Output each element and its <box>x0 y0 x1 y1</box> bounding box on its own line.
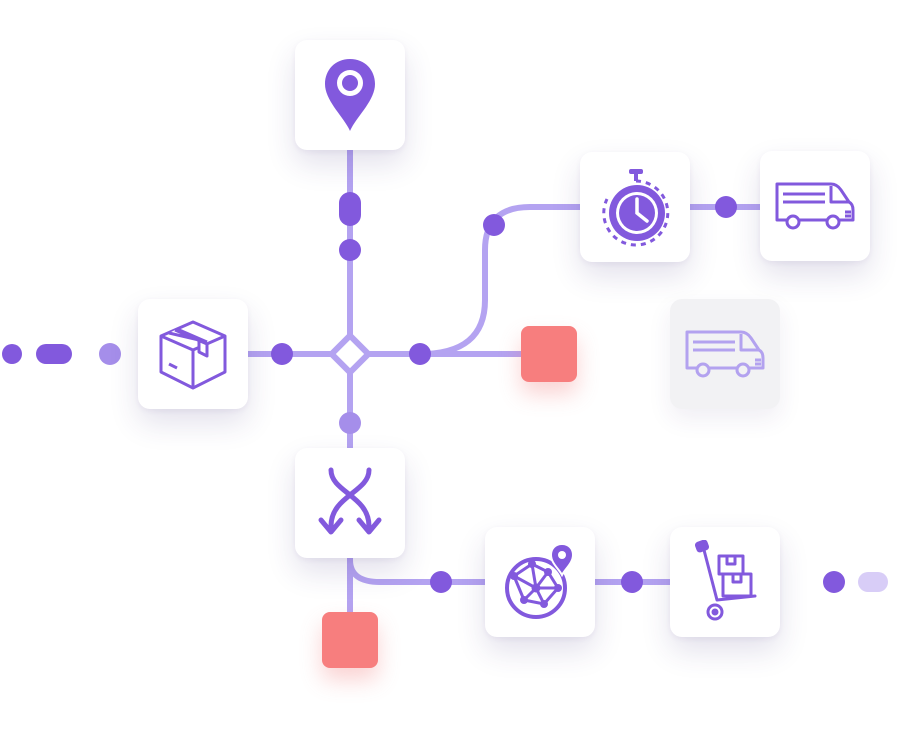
hand-truck-icon <box>694 540 757 621</box>
node-global <box>485 527 595 637</box>
route-dot <box>715 196 737 218</box>
route-branch-bottom <box>347 559 495 585</box>
map-pin-icon <box>325 59 375 131</box>
delivery-truck-icon <box>685 330 765 378</box>
route-dot <box>621 571 643 593</box>
blocker-east <box>521 326 577 382</box>
crossing-arrows-icon <box>318 467 382 535</box>
route-capsule <box>36 344 72 364</box>
route-dot <box>99 343 121 365</box>
stopwatch-icon <box>602 169 670 247</box>
node-hand-truck <box>670 527 780 637</box>
node-timer <box>580 152 690 262</box>
route-dot <box>339 412 361 434</box>
route-capsule <box>339 192 361 226</box>
globe-pin-icon <box>505 542 575 619</box>
route-dot <box>409 343 431 365</box>
node-delivery-truck-blocked <box>670 299 780 409</box>
package-box-icon <box>159 320 227 390</box>
route-dot <box>271 343 293 365</box>
route-branch-timer <box>419 204 590 357</box>
node-package <box>138 299 248 409</box>
route-dot <box>483 214 505 236</box>
route-capsule-fade <box>858 572 888 592</box>
route-dot <box>430 571 452 593</box>
node-location <box>295 40 405 150</box>
route-dot <box>823 571 845 593</box>
node-transfer <box>295 448 405 558</box>
route-dot <box>2 344 22 364</box>
blocker-south <box>322 612 378 668</box>
delivery-truck-icon <box>775 182 855 230</box>
route-dot <box>339 239 361 261</box>
node-delivery-truck <box>760 151 870 261</box>
junction-diamond <box>327 331 373 377</box>
